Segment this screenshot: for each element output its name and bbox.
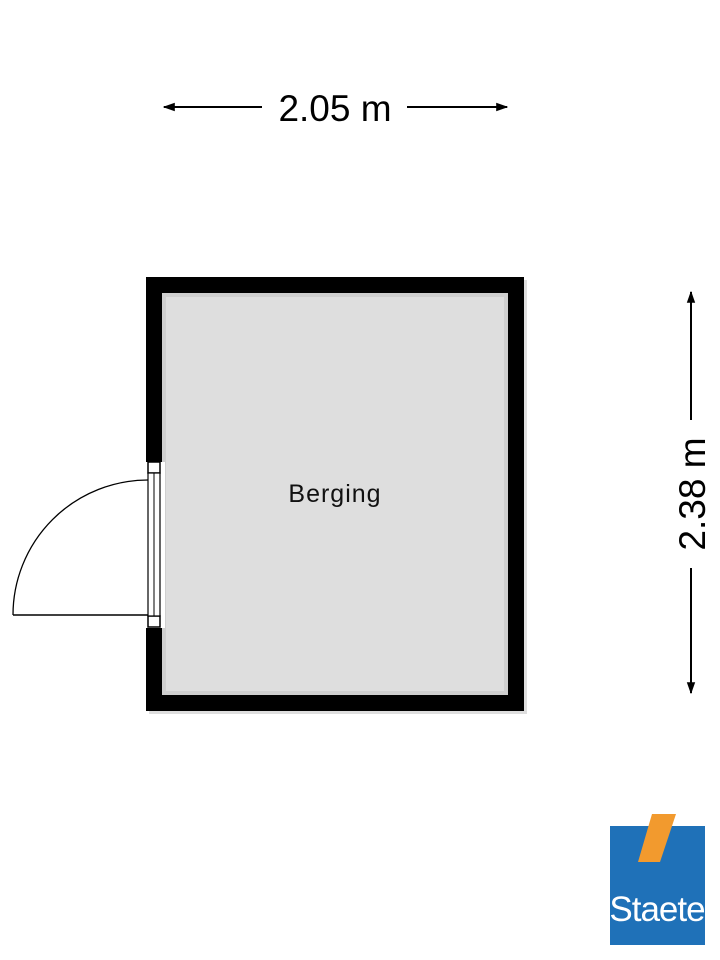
depth-dimension: 2.38 m [672, 290, 713, 695]
room-floor [164, 295, 506, 693]
width-dimension: 2.05 m [162, 88, 509, 129]
depth-label: 2.38 m [672, 437, 713, 550]
door [12, 461, 165, 628]
door-jamb-top [147, 461, 161, 474]
door-swing-arc [12, 479, 149, 616]
logo-text: Staete [609, 890, 704, 929]
logo-accent-shape [638, 814, 676, 862]
staete-logo: Staete [609, 814, 706, 945]
room-label: Berging [288, 480, 381, 508]
door-jamb-bottom [147, 615, 161, 628]
room-berging: Berging [146, 277, 527, 714]
width-label: 2.05 m [278, 88, 391, 129]
